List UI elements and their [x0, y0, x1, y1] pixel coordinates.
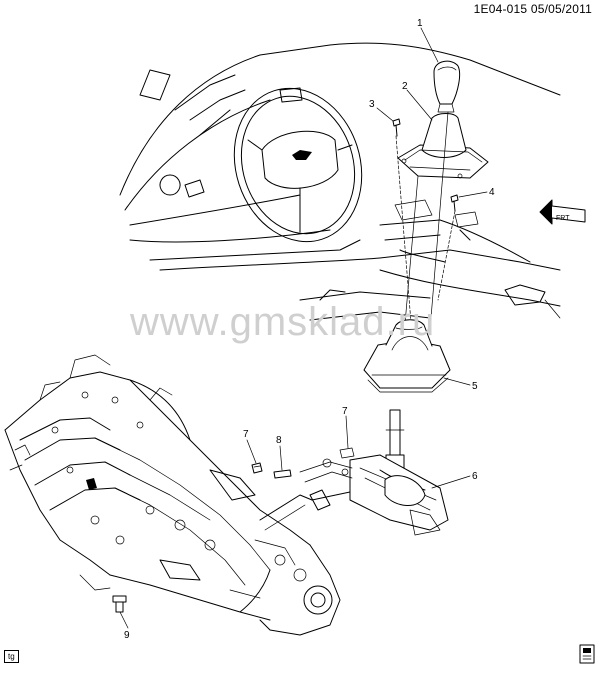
bolt-4 [450, 194, 459, 212]
shift-knob [433, 60, 461, 113]
callout-5: 5 [472, 381, 478, 392]
callout-2: 2 [402, 81, 408, 92]
callout-labels: 1 2 3 4 5 6 7 7 8 9 [124, 18, 495, 641]
leader-lines [119, 27, 488, 629]
steering-wheel [233, 87, 363, 243]
shift-boot-lower [363, 319, 451, 393]
callout-8: 8 [276, 435, 282, 446]
callout-7-left: 7 [243, 429, 249, 440]
shifter-assembly [299, 447, 449, 536]
front-label: FRT [556, 215, 570, 222]
shift-boot-bezel [397, 113, 489, 179]
gm-logo-icon [579, 644, 595, 664]
bolt-3 [392, 118, 401, 137]
callout-9: 9 [124, 630, 130, 641]
front-arrow: FRT [539, 199, 586, 225]
pin-8 [273, 469, 292, 479]
clip-7-left [251, 462, 263, 474]
transmission [4, 354, 341, 636]
dashboard-outline [119, 42, 561, 321]
callout-7-right: 7 [342, 406, 348, 417]
alignment-lines [395, 111, 456, 336]
callout-3: 3 [369, 99, 375, 110]
diagram-code: 1E04-015 05/05/2011 [473, 2, 592, 16]
callout-1: 1 [417, 18, 423, 29]
callout-6: 6 [472, 471, 478, 482]
callout-4: 4 [489, 187, 495, 198]
corner-tag: tg [4, 650, 19, 663]
bolt-9 [112, 595, 127, 613]
